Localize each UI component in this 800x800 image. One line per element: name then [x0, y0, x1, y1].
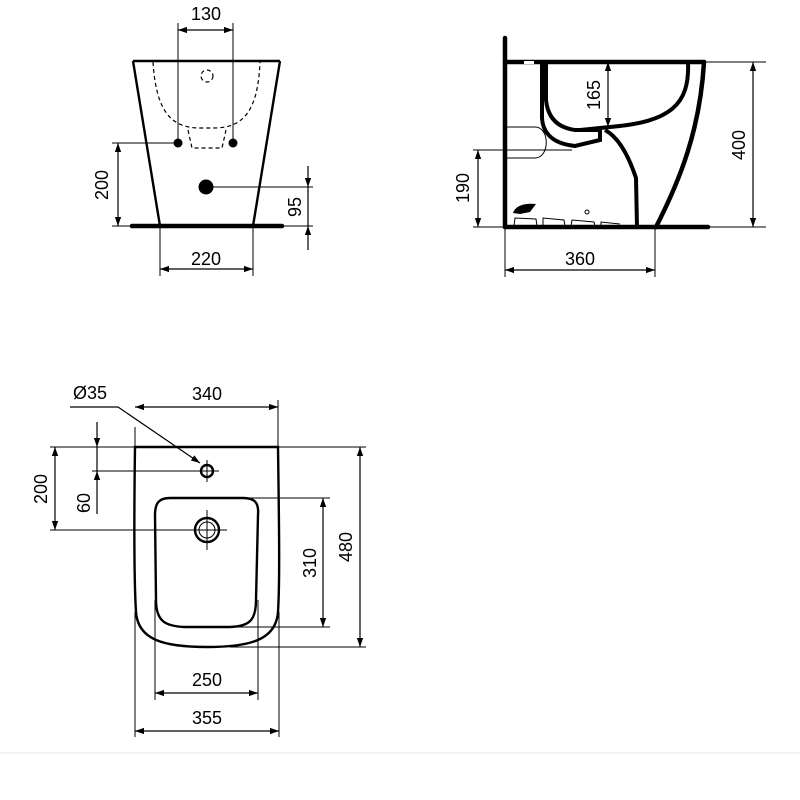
dim-label-220: 220 [191, 249, 221, 269]
drain-crosshair [187, 510, 227, 550]
side-view: 165 400 190 360 [453, 35, 766, 277]
dim-label-190: 190 [453, 173, 473, 203]
front-view: 130 200 95 220 [92, 4, 313, 276]
waste-pipe-outline [507, 126, 547, 159]
front-hidden-bowl [152, 61, 261, 129]
rim-slot [524, 61, 534, 64]
bowl-back-wall [540, 62, 602, 149]
dim-label-130: 130 [191, 4, 221, 24]
dim-label-400: 400 [729, 130, 749, 160]
top-outer-outline [133, 445, 281, 649]
dim-label-95: 95 [285, 197, 305, 217]
side-outer-curve [653, 59, 707, 230]
dim-label-60: 60 [74, 493, 94, 513]
dim-label-310: 310 [300, 548, 320, 578]
dim-label-250: 250 [192, 670, 222, 690]
leader-line-diameter [70, 406, 201, 464]
waste-point [198, 179, 214, 195]
dim-label-340: 340 [192, 384, 222, 404]
dim-label-480: 480 [336, 532, 356, 562]
dim-label-165: 165 [584, 80, 604, 110]
bowl-inner-curve [579, 61, 691, 132]
dim-label-360: 360 [565, 249, 595, 269]
dim-label-200-front: 200 [92, 170, 112, 200]
front-hidden-tap-hole [200, 69, 214, 83]
tap-hole-crosshair [196, 460, 219, 482]
dim-label-diameter-35: Ø35 [73, 383, 107, 403]
dim-label-355: 355 [192, 708, 222, 728]
top-view: Ø35 340 60 200 310 480 250 [31, 383, 366, 737]
trap-pipe [603, 128, 639, 228]
fixing-bracket [513, 203, 536, 214]
fixing-hole [584, 209, 590, 215]
front-hidden-outlet [187, 129, 227, 149]
base-feet [513, 217, 621, 227]
dim-label-200-top: 200 [31, 474, 51, 504]
